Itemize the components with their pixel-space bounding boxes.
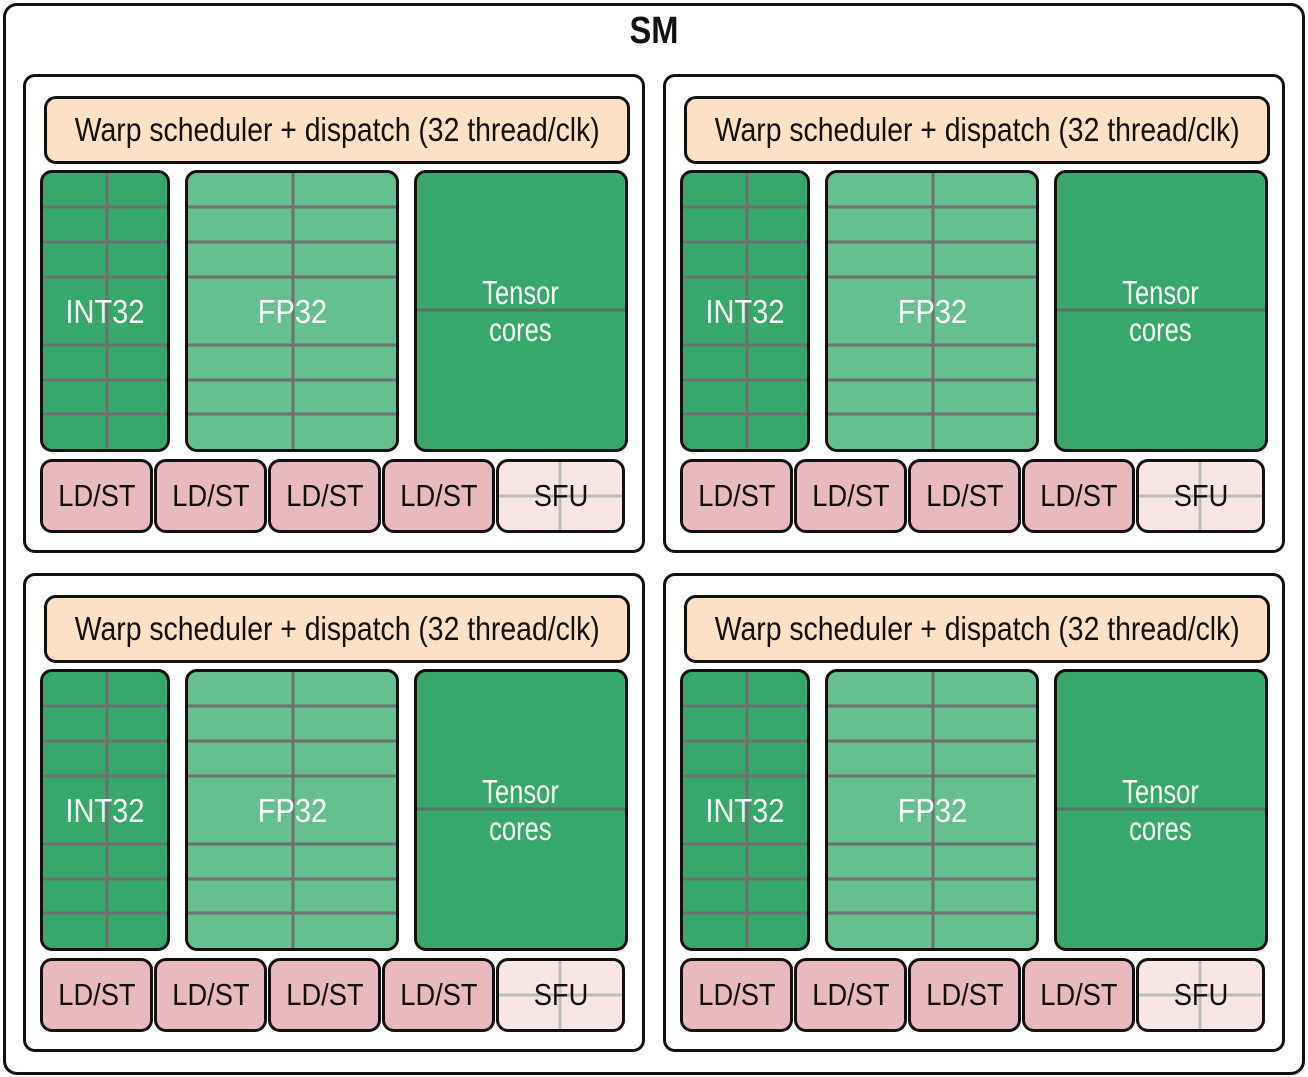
sfu-label: SFU <box>533 478 588 513</box>
ldst-label: LD/ST <box>697 977 776 1012</box>
ldst-unit: LD/ST <box>680 459 793 533</box>
tensor-grid <box>417 173 625 449</box>
sm-partition: Warp scheduler + dispatch (32 thread/clk… <box>663 573 1285 1052</box>
sfu-unit: SFU <box>1136 958 1265 1032</box>
fp32-grid <box>188 672 396 948</box>
fp32-unit: FP32 <box>825 669 1039 951</box>
fp32-unit: FP32 <box>185 170 399 452</box>
ldst-unit: LD/ST <box>908 958 1021 1032</box>
ldst-unit: LD/ST <box>1022 459 1135 533</box>
int32-unit: INT32 <box>680 669 810 951</box>
tensor-grid <box>1057 173 1265 449</box>
fp32-unit: FP32 <box>825 170 1039 452</box>
sm-partition: Warp scheduler + dispatch (32 thread/clk… <box>23 74 645 553</box>
fp32-label: FP32 <box>897 292 967 330</box>
int32-grid <box>683 173 807 449</box>
ldst-label: LD/ST <box>171 478 250 513</box>
ldst-unit: LD/ST <box>382 459 495 533</box>
int32-label: INT32 <box>65 292 145 330</box>
ldst-label: LD/ST <box>399 478 478 513</box>
ldst-label: LD/ST <box>57 478 136 513</box>
ldst-label: LD/ST <box>57 977 136 1012</box>
ldst-label: LD/ST <box>1039 478 1118 513</box>
ldst-unit: LD/ST <box>794 958 907 1032</box>
ldst-label: LD/ST <box>697 478 776 513</box>
sm-partition: Warp scheduler + dispatch (32 thread/clk… <box>663 74 1285 553</box>
ldst-label: LD/ST <box>285 977 364 1012</box>
int32-unit: INT32 <box>680 170 810 452</box>
warp-scheduler: Warp scheduler + dispatch (32 thread/clk… <box>44 96 630 164</box>
warp-scheduler-label: Warp scheduler + dispatch (32 thread/clk… <box>714 111 1240 148</box>
ldst-label: LD/ST <box>285 478 364 513</box>
ldst-label: LD/ST <box>399 977 478 1012</box>
ldst-unit: LD/ST <box>908 459 1021 533</box>
sfu-label: SFU <box>533 977 588 1012</box>
sm-partition: Warp scheduler + dispatch (32 thread/clk… <box>23 573 645 1052</box>
fp32-grid <box>828 672 1036 948</box>
ldst-unit: LD/ST <box>680 958 793 1032</box>
warp-scheduler-label: Warp scheduler + dispatch (32 thread/clk… <box>74 610 600 647</box>
int32-unit: INT32 <box>40 170 170 452</box>
int32-grid <box>43 173 167 449</box>
ldst-label: LD/ST <box>925 977 1004 1012</box>
fp32-unit: FP32 <box>185 669 399 951</box>
ldst-label: LD/ST <box>811 977 890 1012</box>
sm-title: SM <box>629 10 679 52</box>
sfu-unit: SFU <box>496 459 625 533</box>
load-store-row: LD/ST LD/ST LD/ST LD/ST SFU <box>680 459 1268 533</box>
sfu-label: SFU <box>1173 977 1228 1012</box>
int32-unit: INT32 <box>40 669 170 951</box>
int32-label: INT32 <box>705 292 785 330</box>
ldst-label: LD/ST <box>171 977 250 1012</box>
warp-scheduler-label: Warp scheduler + dispatch (32 thread/clk… <box>714 610 1240 647</box>
fp32-label: FP32 <box>257 292 327 330</box>
int32-label: INT32 <box>65 791 145 829</box>
fp32-grid <box>828 173 1036 449</box>
ldst-unit: LD/ST <box>154 958 267 1032</box>
ldst-label: LD/ST <box>811 478 890 513</box>
int32-grid <box>683 672 807 948</box>
fp32-label: FP32 <box>897 791 967 829</box>
load-store-row: LD/ST LD/ST LD/ST LD/ST SFU <box>40 958 628 1032</box>
warp-scheduler: Warp scheduler + dispatch (32 thread/clk… <box>44 595 630 663</box>
fp32-label: FP32 <box>257 791 327 829</box>
fp32-grid <box>188 173 396 449</box>
ldst-label: LD/ST <box>1039 977 1118 1012</box>
ldst-label: LD/ST <box>925 478 1004 513</box>
load-store-row: LD/ST LD/ST LD/ST LD/ST SFU <box>40 459 628 533</box>
ldst-unit: LD/ST <box>794 459 907 533</box>
int32-grid <box>43 672 167 948</box>
ldst-unit: LD/ST <box>40 958 153 1032</box>
sfu-unit: SFU <box>496 958 625 1032</box>
ldst-unit: LD/ST <box>40 459 153 533</box>
ldst-unit: LD/ST <box>154 459 267 533</box>
tensor-grid <box>1057 672 1265 948</box>
ldst-unit: LD/ST <box>1022 958 1135 1032</box>
ldst-unit: LD/ST <box>268 459 381 533</box>
sfu-label: SFU <box>1173 478 1228 513</box>
warp-scheduler: Warp scheduler + dispatch (32 thread/clk… <box>684 595 1270 663</box>
sfu-unit: SFU <box>1136 459 1265 533</box>
int32-label: INT32 <box>705 791 785 829</box>
warp-scheduler: Warp scheduler + dispatch (32 thread/clk… <box>684 96 1270 164</box>
ldst-unit: LD/ST <box>382 958 495 1032</box>
warp-scheduler-label: Warp scheduler + dispatch (32 thread/clk… <box>74 111 600 148</box>
ldst-unit: LD/ST <box>268 958 381 1032</box>
load-store-row: LD/ST LD/ST LD/ST LD/ST SFU <box>680 958 1268 1032</box>
tensor-grid <box>417 672 625 948</box>
